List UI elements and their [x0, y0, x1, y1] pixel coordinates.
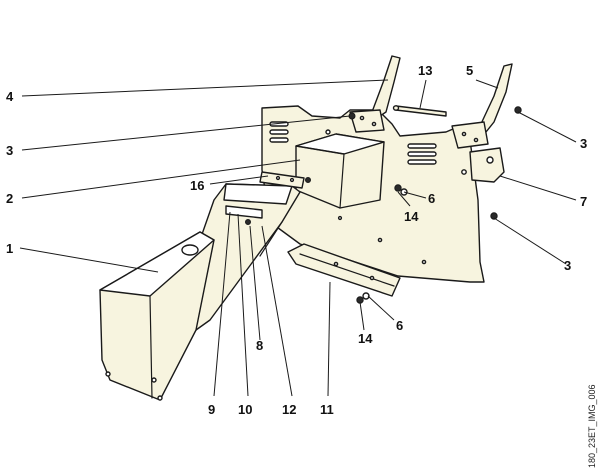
callout-16: 16	[190, 178, 204, 193]
callout-14-top: 14	[404, 209, 419, 224]
callout-4: 4	[6, 89, 14, 104]
duct-housing	[295, 133, 385, 209]
callout-3-left: 3	[6, 143, 13, 158]
callout-6-bottom: 6	[396, 318, 403, 333]
callout-12: 12	[282, 402, 296, 417]
callout-7: 7	[580, 194, 587, 209]
callout-2: 2	[6, 191, 13, 206]
callout-13: 13	[418, 63, 432, 78]
callout-14-bottom: 14	[358, 331, 373, 346]
fasteners	[245, 106, 522, 304]
callout-5: 5	[466, 63, 473, 78]
bracket-part-4	[349, 55, 401, 133]
callout-1: 1	[6, 241, 13, 256]
callout-10: 10	[238, 402, 252, 417]
image-reference: 180_23ET_IMG_006	[587, 384, 597, 468]
clamp-part-16	[259, 171, 305, 189]
callout-11: 11	[320, 402, 334, 417]
callout-6-top: 6	[428, 191, 435, 206]
callout-3-right-bottom: 3	[564, 258, 571, 273]
chute-part-12	[185, 183, 301, 331]
rail-part-11	[287, 243, 401, 297]
callout-3-right-top: 3	[580, 136, 587, 151]
leader-lines	[19, 79, 577, 397]
rod-part-13	[392, 105, 447, 117]
callout-8: 8	[256, 338, 263, 353]
plate-part-9	[225, 205, 263, 219]
angle-bracket-part-7	[469, 147, 505, 183]
callout-9: 9	[208, 402, 215, 417]
housing-part-1	[99, 231, 215, 401]
callout-labels: 4 13 5 3 3 2 16 6 14 7 1 3 8 14 6 9 10 1…	[6, 63, 587, 417]
bracket-part-5	[451, 63, 513, 149]
